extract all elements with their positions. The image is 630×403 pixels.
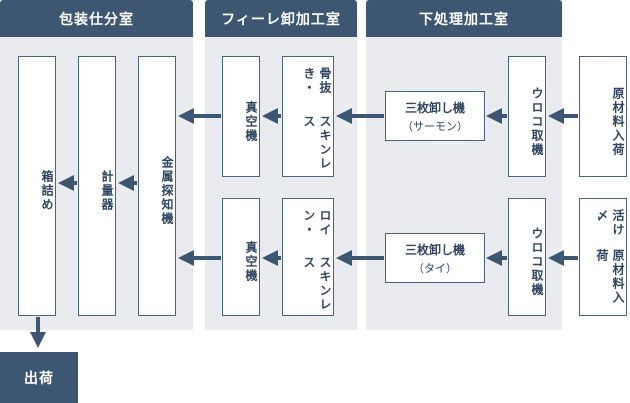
deboning-skinless-box: 骨抜き・ スキンレス bbox=[282, 56, 334, 177]
loin-skinless-box: ロイン・ スキンレス bbox=[282, 198, 334, 316]
raw-material-intake-top: 原材料入荷 bbox=[579, 56, 627, 177]
filleting-machine-sea-bream: 三枚卸し機 （タイ） bbox=[385, 233, 485, 283]
boxing-box: 箱詰め bbox=[18, 56, 56, 316]
metal-detector-box: 金属探知機 bbox=[138, 56, 176, 316]
filleting-machine-salmon: 三枚卸し機 （サーモン） bbox=[385, 91, 485, 141]
scale-remover-bottom: ウロコ取機 bbox=[508, 198, 546, 316]
pre-processing-room-header: 下処理加工室 bbox=[366, 0, 562, 37]
fillet-room-header: フィーレ卸加工室 bbox=[205, 0, 357, 37]
shipping-output: 出荷 bbox=[0, 352, 78, 403]
vacuum-machine-bottom: 真空機 bbox=[222, 198, 260, 316]
raw-material-intake-bottom: 活け〆 原材料入荷 bbox=[579, 198, 627, 316]
scale-remover-top: ウロコ取機 bbox=[508, 56, 546, 177]
weigher-box: 計量器 bbox=[78, 56, 116, 316]
packaging-room-header: 包装仕分室 bbox=[0, 0, 193, 37]
vacuum-machine-top: 真空機 bbox=[222, 56, 260, 177]
